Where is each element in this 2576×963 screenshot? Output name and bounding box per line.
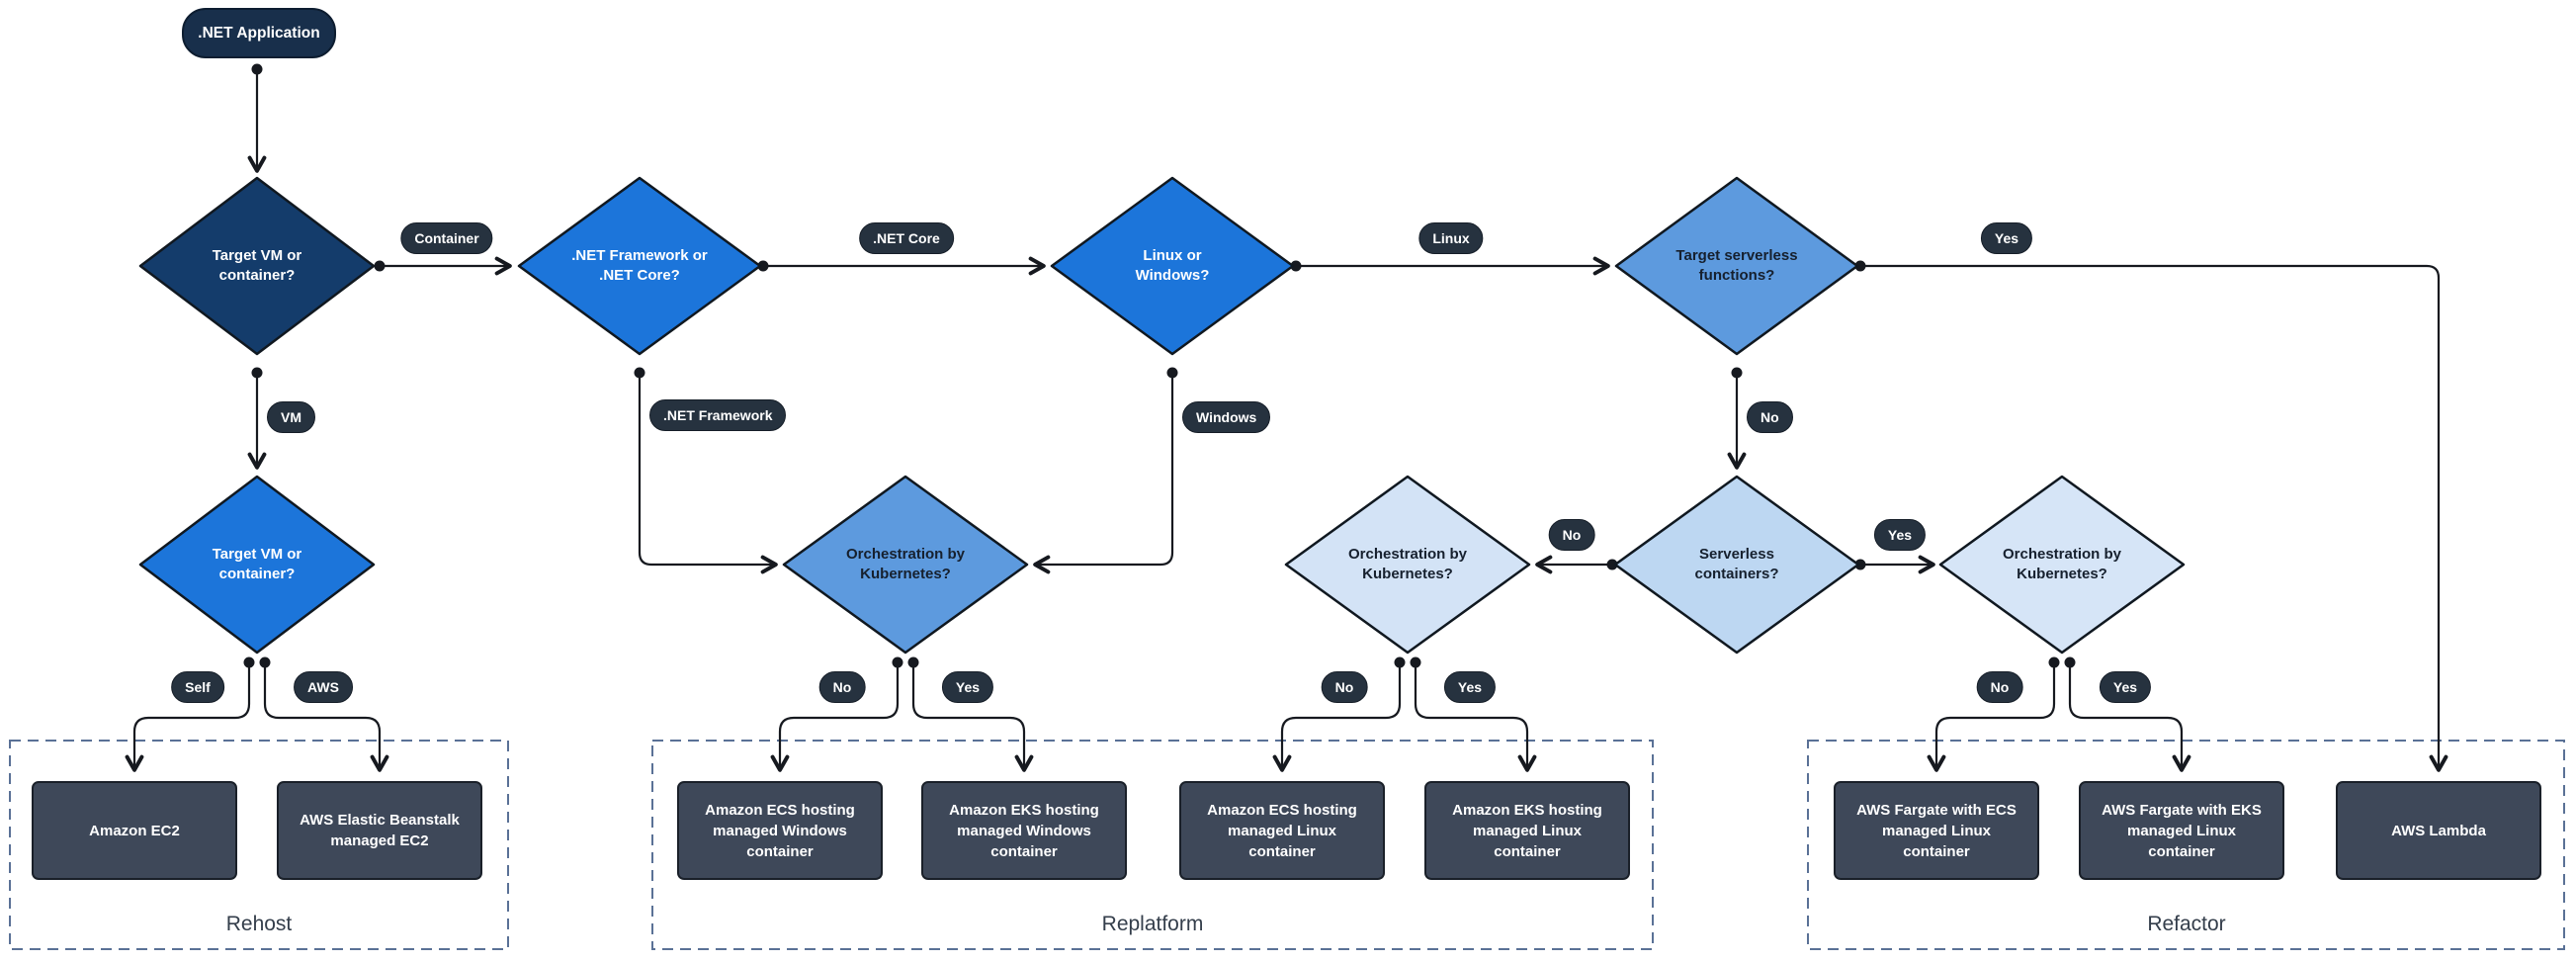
edge-label-no-fargate: No	[1976, 671, 2023, 703]
group-rect-rehost	[9, 740, 509, 950]
edge-d1b-aws-to-beanstalk	[263, 662, 389, 772]
diamond-target-vm-or-container-2	[138, 475, 376, 655]
decision-label-orch-replatform: Orchestration by Kubernetes?	[1347, 545, 1468, 582]
outcome-box-fargate-eks: AWS Fargate with EKS managed Linux conta…	[2079, 781, 2284, 880]
edge-label-net-framework: .NET Framework	[649, 399, 787, 431]
edge-orchreplat-yes-to-ekslinux	[1414, 662, 1537, 772]
edge-label-no-serverless: No	[1747, 401, 1793, 433]
edge-d2-netframework-to-orchmid	[638, 373, 778, 574]
edge-label-yes-windows: Yes	[941, 671, 994, 703]
outcome-box-eks-windows: Amazon EKS hosting managed Windows conta…	[921, 781, 1127, 880]
diamond-target-vm-or-container-1	[138, 176, 376, 356]
edge-label-yes-top: Yes	[1980, 222, 2033, 254]
diamond-orchestration-replatform	[1284, 475, 1531, 655]
edge-label-container: Container	[400, 222, 493, 254]
outcome-box-fargate-ecs: AWS Fargate with ECS managed Linux conta…	[1834, 781, 2039, 880]
edge-label-linux: Linux	[1418, 222, 1484, 254]
edge-label-no-mid: No	[1548, 519, 1595, 551]
outcome-box-ecs-windows: Amazon ECS hosting managed Windows conta…	[677, 781, 883, 880]
edge-label-no-windows: No	[818, 671, 866, 703]
edge-orchrefactor-yes-to-fargateeks	[2068, 662, 2191, 772]
edge-orchrefactor-no-to-fargateecs	[1927, 662, 2056, 772]
diamond-linux-or-windows	[1050, 176, 1295, 356]
diamond-orchestration-mid	[782, 475, 1029, 655]
edge-orchreplat-no-to-ecslinux	[1272, 662, 1402, 772]
edge-label-self: Self	[171, 671, 224, 703]
decision-label-target-vm-1: Target VM or container?	[212, 246, 302, 284]
decision-label-orch-mid: Orchestration by Kubernetes?	[845, 545, 966, 582]
outcome-label-eks-windows: Amazon EKS hosting managed Windows conta…	[949, 801, 1099, 860]
group-rect-refactor	[1807, 740, 2565, 950]
decision-label-orch-refactor: Orchestration by Kubernetes?	[2002, 545, 2122, 582]
group-rect-replatform	[651, 740, 1654, 950]
group-label-rehost: Rehost	[225, 913, 293, 935]
outcome-box-beanstalk: AWS Elastic Beanstalk managed EC2	[277, 781, 482, 880]
outcome-label-beanstalk: AWS Elastic Beanstalk managed EC2	[300, 812, 460, 849]
edge-label-yes-mid: Yes	[1873, 519, 1927, 551]
outcome-box-amazon-ec2: Amazon EC2	[32, 781, 237, 880]
outcome-label-ec2: Amazon EC2	[89, 822, 180, 839]
decision-label-framework-core: .NET Framework or .NET Core?	[571, 246, 708, 284]
edge-d1b-self-to-ec2	[125, 662, 251, 772]
outcome-box-eks-linux: Amazon EKS hosting managed Linux contain…	[1424, 781, 1630, 880]
decision-label-linux-windows: Linux or Windows?	[1135, 246, 1210, 284]
outcome-box-aws-lambda: AWS Lambda	[2336, 781, 2541, 880]
decision-label-target-vm-2: Target VM or container?	[212, 545, 302, 582]
edge-label-no-linux: No	[1321, 671, 1368, 703]
outcome-box-ecs-linux: Amazon ECS hosting managed Linux contain…	[1179, 781, 1385, 880]
edge-label-yes-linux: Yes	[1443, 671, 1497, 703]
edge-label-yes-fargate: Yes	[2099, 671, 2152, 703]
outcome-label-fargate-ecs: AWS Fargate with ECS managed Linux conta…	[1856, 801, 2017, 860]
edge-label-windows: Windows	[1182, 401, 1271, 433]
edge-orchmid-yes-to-ekswindows	[911, 662, 1034, 772]
outcome-label-ecs-windows: Amazon ECS hosting managed Windows conta…	[705, 801, 855, 860]
diamond-orchestration-refactor	[1938, 475, 2186, 655]
outcome-label-lambda: AWS Lambda	[2391, 822, 2486, 839]
diamond-serverless-containers	[1613, 475, 1860, 655]
edge-d4-yes-to-lambda	[1860, 264, 2448, 772]
edge-label-vm: VM	[267, 401, 315, 433]
decision-label-serverless-cont: Serverless containers?	[1694, 545, 1779, 582]
start-node-label: .NET Application	[198, 24, 320, 42]
diamond-target-serverless	[1614, 176, 1859, 356]
decision-label-serverless-fn: Target serverless functions?	[1675, 246, 1798, 284]
outcome-label-eks-linux: Amazon EKS hosting managed Linux contain…	[1452, 801, 1602, 860]
outcome-label-ecs-linux: Amazon ECS hosting managed Linux contain…	[1207, 801, 1357, 860]
edge-label-aws: AWS	[294, 671, 353, 703]
group-label-replatform: Replatform	[1101, 913, 1204, 935]
edge-d3-windows-to-orchmid	[1033, 373, 1174, 574]
start-node: .NET Application	[182, 8, 336, 58]
edge-label-net-core: .NET Core	[859, 222, 954, 254]
group-label-refactor: Refactor	[2147, 913, 2226, 935]
diamond-net-framework-or-core	[517, 176, 762, 356]
edge-orchmid-no-to-ecswindows	[770, 662, 900, 772]
outcome-label-fargate-eks: AWS Fargate with EKS managed Linux conta…	[2102, 801, 2262, 860]
